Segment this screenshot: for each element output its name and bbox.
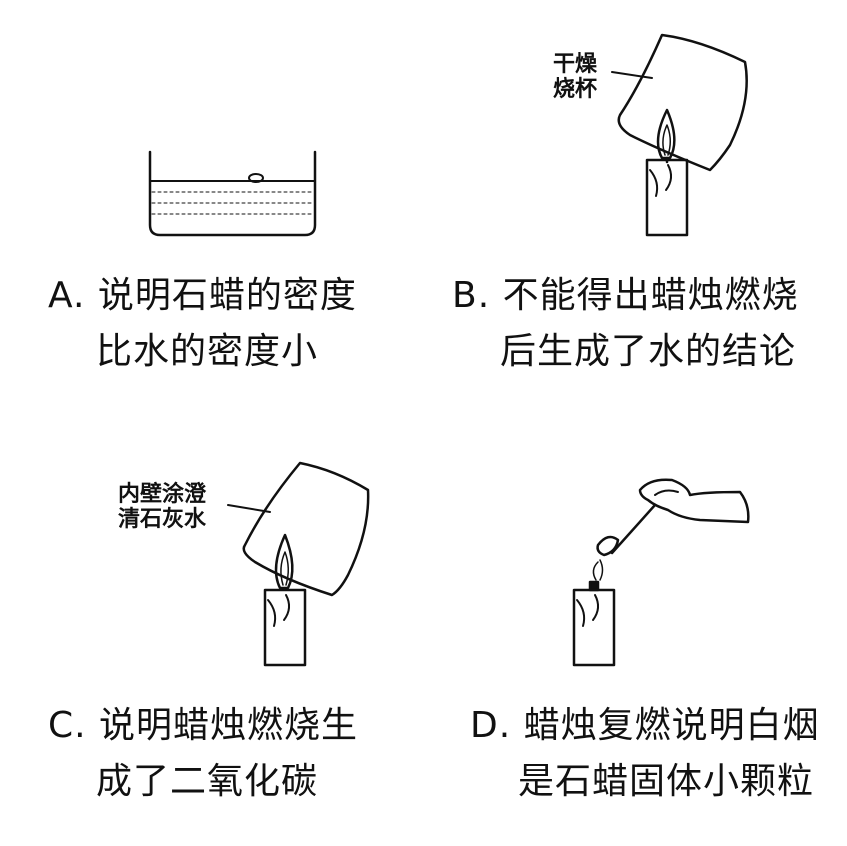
caption-a-line1: A. 说明石蜡的密度 xyxy=(48,275,357,316)
relight-candle-figure xyxy=(572,478,750,667)
limewater-beaker-figure xyxy=(227,461,370,667)
hand-finger xyxy=(654,489,679,496)
candle-flame xyxy=(656,108,676,160)
limewater-label-line1: 内壁涂澄 xyxy=(118,482,207,507)
caption-b-line1: B. 不能得出蜡烛燃烧 xyxy=(452,275,799,316)
caption-a: A. 说明石蜡的密度 比水的密度小 xyxy=(48,268,357,380)
caption-d-line1: D. 蜡烛复燃说明白烟 xyxy=(470,705,820,746)
candle-body xyxy=(645,158,689,237)
candle-body xyxy=(572,588,616,667)
caption-c-line1: C. 说明蜡烛燃烧生 xyxy=(48,705,359,746)
dry-beaker-label-line1: 干燥 xyxy=(553,52,598,77)
dry-beaker-label: 干燥 烧杯 xyxy=(553,52,597,102)
floating-wax-piece xyxy=(248,173,264,183)
water-trough-figure xyxy=(148,150,317,237)
caption-c-line2: 成了二氧化碳 xyxy=(96,761,319,802)
limewater-label: 内壁涂澄 清石灰水 xyxy=(118,482,206,532)
flame-inner xyxy=(280,551,289,586)
dry-beaker xyxy=(617,33,748,172)
candle-body xyxy=(263,588,307,667)
limewater-beaker xyxy=(242,461,370,597)
caption-d: D. 蜡烛复燃说明白烟 是石蜡固体小颗粒 xyxy=(470,698,820,810)
caption-c: C. 说明蜡烛燃烧生 成了二氧化碳 xyxy=(48,698,358,810)
flame-inner xyxy=(662,124,671,156)
wax-drips xyxy=(649,164,672,197)
dry-beaker-label-line2: 烧杯 xyxy=(553,77,598,102)
trough-outline xyxy=(148,150,317,237)
caption-b-line2: 后生成了水的结论 xyxy=(500,331,797,372)
white-smoke xyxy=(592,559,604,581)
wax-drips xyxy=(267,594,290,627)
caption-d-line2: 是石蜡固体小颗粒 xyxy=(518,761,815,802)
caption-b: B. 不能得出蜡烛燃烧 后生成了水的结论 xyxy=(452,268,799,380)
wax-drips xyxy=(576,594,599,627)
limewater-pointer-line xyxy=(227,504,271,513)
candle-wick-smoking xyxy=(588,580,600,592)
candle-flame xyxy=(274,533,294,590)
beaker-pointer-line xyxy=(611,71,653,79)
dry-beaker-figure xyxy=(611,33,748,237)
match-stick xyxy=(610,503,657,555)
caption-a-line2: 比水的密度小 xyxy=(96,331,319,372)
limewater-label-line2: 清石灰水 xyxy=(118,507,207,532)
match-flame xyxy=(596,535,620,557)
hand xyxy=(638,478,750,524)
